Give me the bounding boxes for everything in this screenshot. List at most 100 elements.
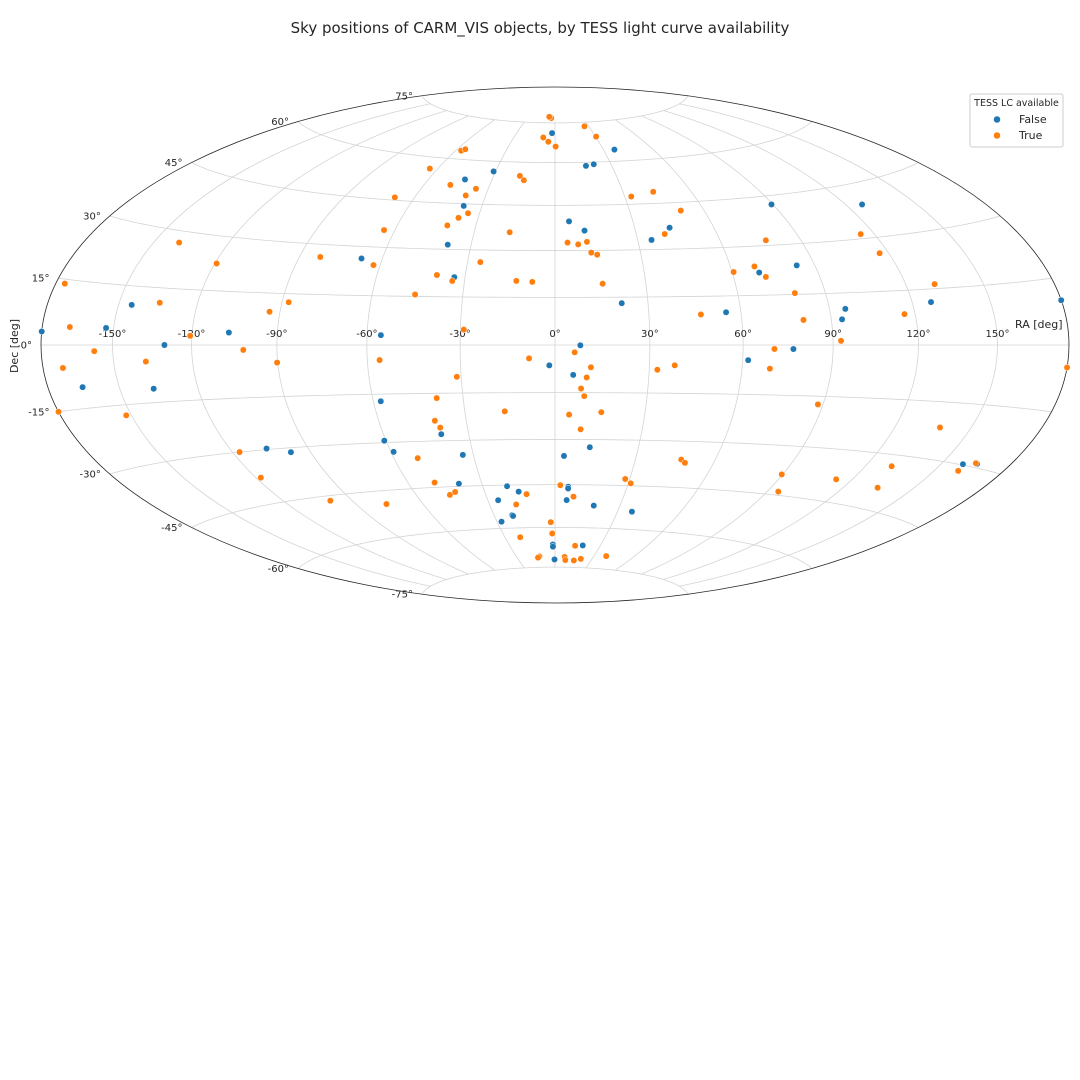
point-false xyxy=(545,361,553,369)
legend: TESS LC available False True xyxy=(969,93,1064,148)
point-true xyxy=(791,289,799,297)
point-true xyxy=(446,491,454,499)
point-false xyxy=(959,460,967,468)
dec-tick-label: 15° xyxy=(32,274,50,285)
point-true xyxy=(570,493,577,501)
point-false xyxy=(755,269,763,276)
point-true xyxy=(523,490,530,498)
legend-marker-true xyxy=(993,131,1001,140)
point-true xyxy=(1063,364,1071,371)
point-true xyxy=(570,557,578,564)
point-true xyxy=(771,345,778,353)
point-true xyxy=(671,361,679,369)
ra-tick-label: -90° xyxy=(266,329,287,340)
point-false xyxy=(503,482,511,490)
point-false xyxy=(490,168,498,175)
ra-tick-label: 60° xyxy=(734,329,752,340)
point-true xyxy=(66,323,74,331)
point-false xyxy=(358,255,365,262)
point-true xyxy=(431,417,439,425)
point-true xyxy=(239,346,247,354)
point-true xyxy=(460,326,468,334)
point-true xyxy=(874,484,882,492)
legend-title: TESS LC available xyxy=(973,98,1059,109)
point-true xyxy=(888,462,896,470)
point-true xyxy=(501,407,509,415)
point-true xyxy=(653,366,661,374)
ra-tick-label: -30° xyxy=(449,329,470,340)
point-true xyxy=(414,454,422,462)
point-true xyxy=(446,181,454,189)
point-true xyxy=(453,373,461,381)
point-true xyxy=(556,481,564,489)
point-true xyxy=(476,258,484,266)
parallel-30 xyxy=(109,215,1001,251)
point-true xyxy=(316,253,324,261)
point-true xyxy=(448,277,456,285)
parallel-75 xyxy=(421,95,689,124)
parallel--30 xyxy=(109,439,1001,475)
point-true xyxy=(681,459,689,467)
point-true xyxy=(621,475,629,483)
point-true xyxy=(565,411,573,419)
point-true xyxy=(376,356,384,364)
point-false xyxy=(563,496,571,504)
point-false xyxy=(551,556,558,563)
point-true xyxy=(380,226,388,234)
point-true xyxy=(433,271,441,279)
dec-tick-label: -15° xyxy=(28,407,49,418)
point-true xyxy=(602,552,610,560)
chart-title: Sky positions of CARM_VIS objects, by TE… xyxy=(290,19,790,37)
ra-tick-label: 90° xyxy=(824,329,842,340)
point-true xyxy=(599,280,607,288)
dec-tick-label: 30° xyxy=(83,212,101,223)
parallel-15 xyxy=(58,277,1052,298)
legend-label-true: True xyxy=(1018,129,1043,142)
point-false xyxy=(569,371,577,379)
point-true xyxy=(326,497,334,505)
point-true xyxy=(561,556,569,564)
point-true xyxy=(571,542,579,550)
point-true xyxy=(677,207,685,215)
point-false xyxy=(565,217,573,225)
legend-frame xyxy=(969,93,1064,148)
point-false xyxy=(586,443,594,451)
point-true xyxy=(583,374,591,381)
point-true xyxy=(539,134,547,141)
point-true xyxy=(528,278,536,286)
point-true xyxy=(516,172,524,180)
point-true xyxy=(59,364,67,372)
point-true xyxy=(592,133,600,141)
point-true xyxy=(156,299,164,307)
point-false xyxy=(579,541,587,549)
point-true xyxy=(800,316,807,324)
point-false xyxy=(789,345,797,353)
ra-tick-label: 0° xyxy=(549,329,560,340)
point-false xyxy=(459,451,467,459)
point-true xyxy=(774,488,782,496)
point-true xyxy=(587,249,595,257)
point-true xyxy=(593,251,601,259)
point-false xyxy=(515,488,523,496)
point-true xyxy=(931,280,939,288)
point-true xyxy=(577,555,585,563)
dec-tick-label: -60° xyxy=(268,564,289,575)
point-false xyxy=(927,298,935,306)
point-false xyxy=(793,261,801,269)
point-true xyxy=(534,554,542,562)
tick-layer: -150°-120°-90°-60°-30°0°30°60°90°120°150… xyxy=(21,91,1010,600)
point-true xyxy=(472,185,480,193)
point-true xyxy=(832,475,840,483)
point-true xyxy=(730,268,738,276)
point-false xyxy=(377,397,385,405)
point-true xyxy=(175,239,183,247)
point-true xyxy=(525,354,533,362)
point-true xyxy=(236,448,244,456)
ra-tick-label: -150° xyxy=(99,329,127,340)
point-true xyxy=(814,400,822,408)
dec-tick-label: 75° xyxy=(395,91,413,102)
point-false xyxy=(377,331,385,339)
point-true xyxy=(257,474,265,482)
ra-tick-label: 150° xyxy=(985,329,1009,340)
point-true xyxy=(455,214,462,222)
